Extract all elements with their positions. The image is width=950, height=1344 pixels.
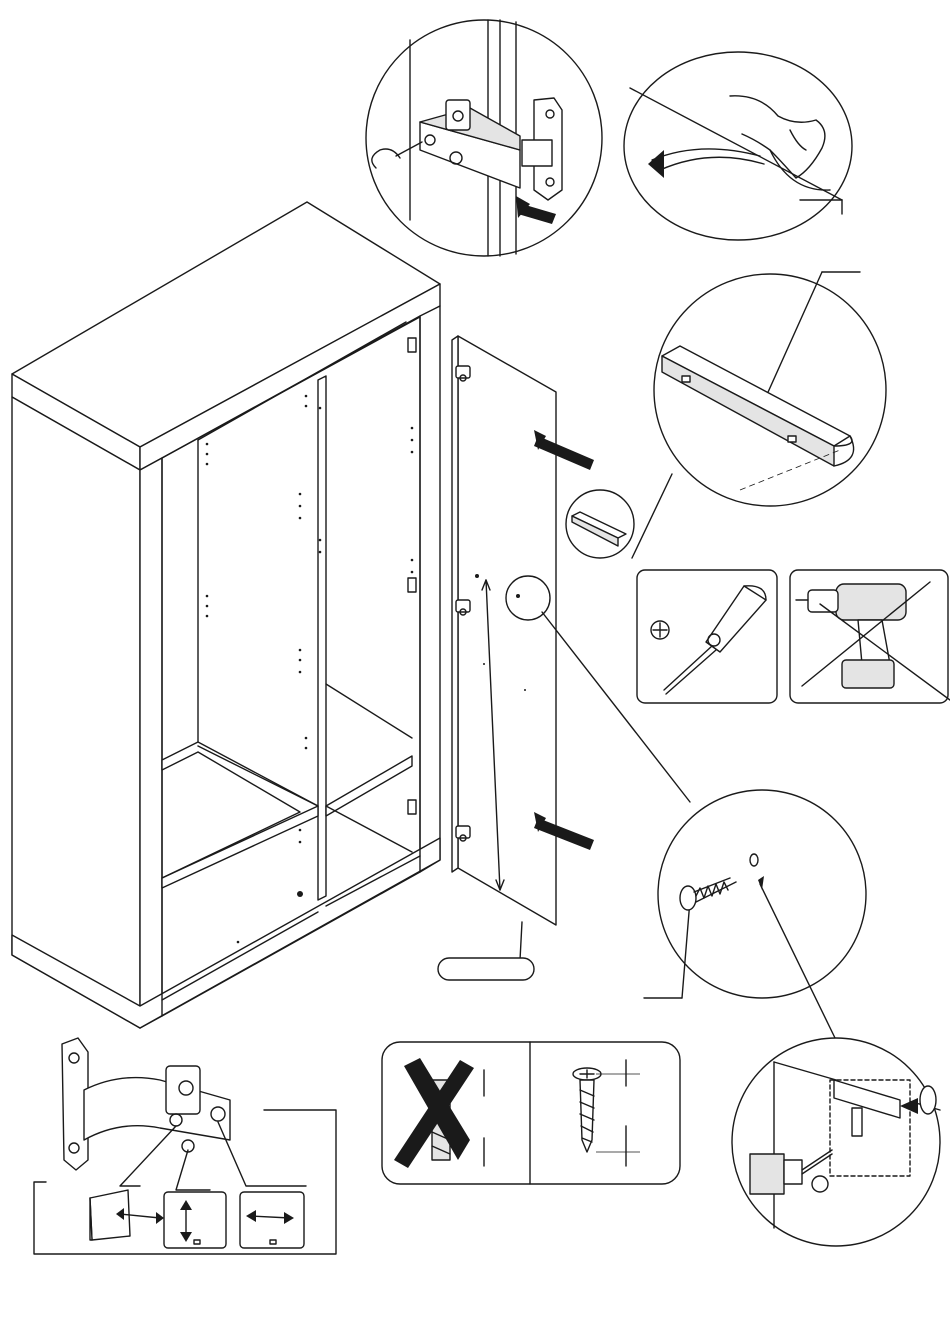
handle-detail [566,272,886,558]
phillips-head-symbol [651,621,669,639]
carcass-hinge-plates [408,338,416,814]
part-label-pill [438,958,534,980]
adjust-side-box [240,1192,304,1248]
hinge-adjustment-detail [34,1038,336,1254]
wardrobe-left-side [12,397,140,1028]
wardrobe-carcass [12,202,440,1028]
tool-screwdriver-box [637,570,777,703]
pilot-drill-detail [732,1038,940,1246]
peel-film-detail [624,52,852,240]
adjust-depth-box [90,1190,164,1240]
adjust-height-box [164,1192,226,1248]
shelf-pin-holes [206,395,414,944]
hinge-detail-top [366,20,602,256]
wardrobe-door [438,336,594,980]
tool-drill-box [790,570,950,703]
wardrobe-center-divider [318,376,326,900]
screw-comparison [382,1042,680,1184]
